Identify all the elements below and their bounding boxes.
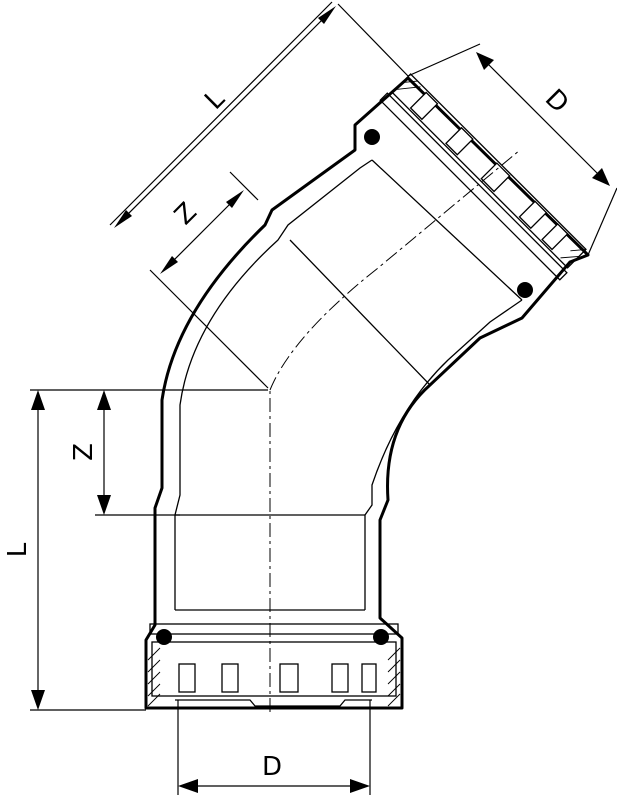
label-z-angled: Z [169,197,203,231]
collar-window [541,223,569,251]
collar-band [391,73,587,269]
arrow-head [226,190,244,208]
o-ring-left [156,629,172,645]
extension-line [109,1,333,226]
extension-line [407,43,481,77]
dimension-line-length-angled [121,13,329,221]
center-lines [269,149,521,712]
label-z-vertical: Z [69,443,99,461]
collar-window [480,162,511,193]
extension-line [149,269,269,389]
angled-collar [379,73,587,281]
collar-hatch-right [387,647,401,707]
label-length-angled: L [199,84,231,116]
collar-hatch [394,80,587,259]
collar-window [361,663,377,693]
collar-window [178,663,196,693]
outer-contour [144,76,590,710]
arrow-head [318,6,336,24]
arrow-head [350,779,370,793]
dimension-line-z-angled [167,197,237,267]
arrow-head [31,390,45,410]
o-ring-upper [364,129,380,145]
collar-band-top [379,92,568,281]
collar-window [409,91,439,121]
arrow-head [97,495,111,515]
arrow-head [97,390,111,410]
extension-line [337,3,409,77]
dimensions [30,1,617,795]
label-diameter-bottom: D [262,752,282,782]
arrow-head [31,690,45,710]
label-length-vertical: L [3,542,33,557]
o-ring-lower [517,282,533,298]
collar-window [221,663,239,693]
collar-window [279,663,299,693]
collar-hatch-left [147,647,161,707]
collar-window [518,200,548,230]
arrow-head [178,779,198,793]
collar-window [331,663,349,693]
arrow-head [476,52,494,70]
bore-lines [175,159,523,611]
collar-band-top [149,623,399,635]
arrow-head [160,256,178,274]
collar-window [445,126,474,156]
extension-line [229,171,259,201]
extension-line [587,187,617,256]
arrow-head [114,210,132,228]
o-ring-right [373,629,389,645]
fitting-body [144,76,590,710]
collar-bottom-lip [175,699,372,707]
inner-contour [174,159,523,610]
arrow-head [592,168,610,186]
label-diameter-angled: D [539,84,574,119]
bottom-collar [147,623,401,707]
collar-band [151,641,397,697]
dimension-line-diameter-angled [483,59,603,179]
centerline-angled [269,149,521,391]
